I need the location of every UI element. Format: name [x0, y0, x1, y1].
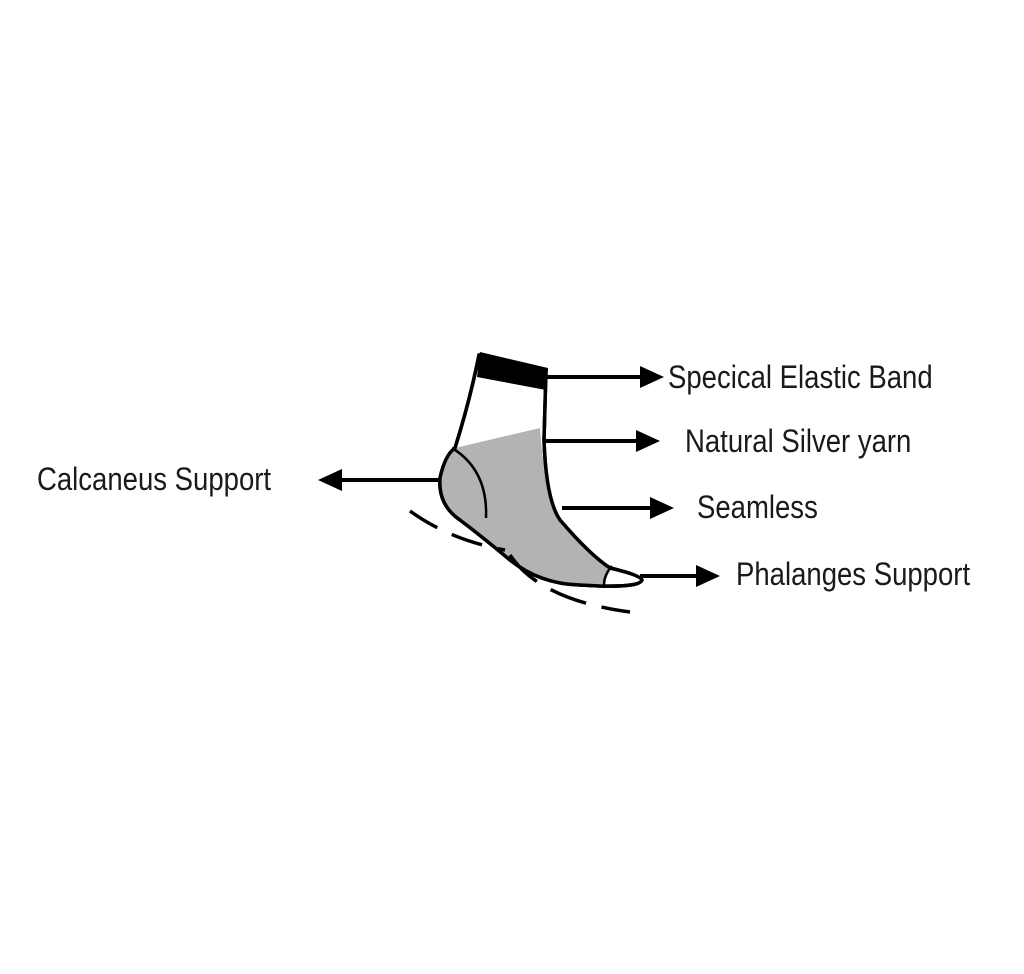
sock-outline-top	[438, 353, 644, 588]
arrow-icon	[650, 497, 674, 519]
arrow-icon	[318, 469, 342, 491]
ground-line-1	[408, 509, 506, 552]
arrow-icon	[640, 366, 664, 388]
sock-sole-gray	[439, 428, 610, 585]
ground-lines	[408, 509, 631, 614]
arrow-icon	[696, 565, 720, 587]
elastic-band	[477, 352, 548, 390]
sock-body	[438, 352, 644, 588]
label-seamless: Seamless	[697, 489, 818, 525]
label-silver-yarn: Natural Silver yarn	[685, 423, 912, 459]
ground-line-2	[508, 554, 631, 614]
label-calcaneus-support: Calcaneus Support	[37, 461, 272, 497]
heel-curve	[451, 446, 488, 519]
label-elastic-band: Specical Elastic Band	[668, 359, 933, 395]
label-phalanges-support: Phalanges Support	[736, 556, 971, 592]
arrow-icon	[636, 430, 660, 452]
arrows	[318, 366, 720, 587]
